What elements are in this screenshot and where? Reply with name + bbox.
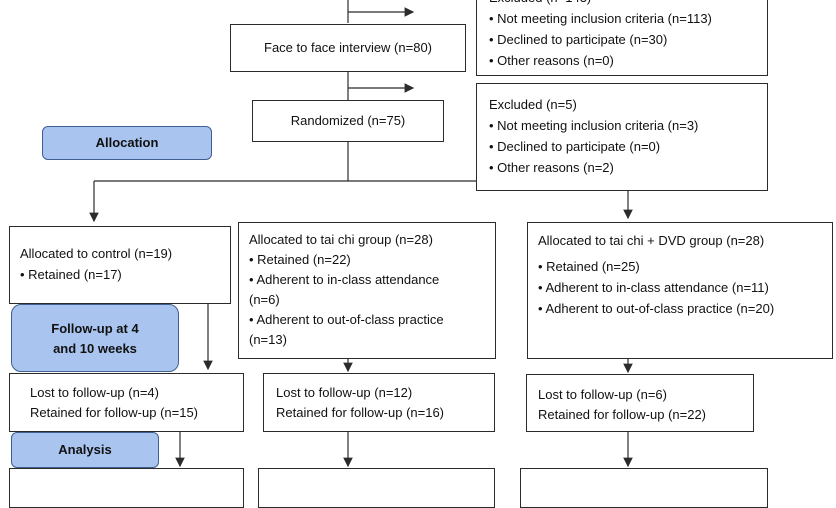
lost-dvd-box: Lost to follow-up (n=6) Retained for fol…	[526, 374, 754, 432]
analysis-tag: Analysis	[11, 432, 159, 468]
lost-control-box: Lost to follow-up (n=4) Retained for fol…	[9, 373, 244, 432]
interview-box: Face to face interview (n=80)	[230, 24, 466, 72]
retained-taichi-line: Retained for follow-up (n=16)	[276, 405, 445, 420]
randomized-label: Randomized (n=75)	[290, 113, 406, 128]
taichi-dvd-box: Allocated to tai chi + DVD group (n=28) …	[527, 222, 833, 359]
taichi-box: Allocated to tai chi group (n=28) • Reta…	[238, 222, 496, 359]
flow-connectors	[89, 0, 633, 468]
followup-label-2: and 10 weeks	[53, 341, 137, 356]
followup-tag: Follow-up at 4 and 10 weeks	[11, 304, 179, 372]
analysis-box-control	[9, 468, 244, 508]
taichi-item: • Adherent to in-class attendance	[249, 272, 440, 287]
taichi-dvd-item: • Retained (n=25)	[538, 259, 640, 274]
excluded-top-item: • Other reasons (n=0)	[489, 53, 614, 68]
taichi-dvd-item: • Adherent to out-of-class practice (n=2…	[538, 301, 775, 316]
excluded-2-item: • Declined to participate (n=0)	[489, 139, 661, 154]
analysis-label: Analysis	[58, 442, 112, 457]
retained-control-line: Retained for follow-up (n=15)	[30, 405, 199, 420]
control-box: Allocated to control (n=19) • Retained (…	[9, 226, 231, 304]
excluded-2-title: Excluded (n=5)	[489, 97, 577, 112]
excluded-top-item: • Not meeting inclusion criteria (n=113)	[489, 11, 712, 26]
allocation-tag: Allocation	[42, 126, 212, 160]
excluded-top-title: Excluded (n=143)	[489, 0, 767, 8]
retained-dvd-line: Retained for follow-up (n=22)	[538, 407, 707, 422]
lost-taichi-line: Lost to follow-up (n=12)	[276, 385, 413, 400]
taichi-item: (n=13)	[249, 332, 287, 347]
control-item: • Retained (n=17)	[20, 267, 122, 282]
randomized-box: Randomized (n=75)	[252, 100, 444, 142]
excluded-top-item: • Declined to participate (n=30)	[489, 32, 668, 47]
followup-label-1: Follow-up at 4	[51, 321, 139, 336]
lost-control-line: Lost to follow-up (n=4)	[30, 385, 159, 400]
taichi-dvd-title: Allocated to tai chi + DVD group (n=28)	[538, 233, 765, 248]
excluded-2-item: • Other reasons (n=2)	[489, 160, 614, 175]
taichi-item: (n=6)	[249, 292, 280, 307]
excluded-box-2: Excluded (n=5) • Not meeting inclusion c…	[476, 83, 768, 191]
analysis-box-taichi	[258, 468, 495, 508]
interview-label: Face to face interview (n=80)	[264, 40, 432, 55]
excluded-box-top: Excluded (n=143) • Not meeting inclusion…	[476, 0, 768, 76]
taichi-dvd-item: • Adherent to in-class attendance (n=11)	[538, 280, 769, 295]
analysis-box-dvd	[520, 468, 768, 508]
taichi-item: • Retained (n=22)	[249, 252, 351, 267]
control-title: Allocated to control (n=19)	[20, 246, 173, 261]
allocation-label: Allocation	[95, 135, 159, 150]
excluded-2-item: • Not meeting inclusion criteria (n=3)	[489, 118, 699, 133]
taichi-title: Allocated to tai chi group (n=28)	[249, 232, 433, 247]
lost-taichi-box: Lost to follow-up (n=12) Retained for fo…	[263, 373, 495, 432]
taichi-item: • Adherent to out-of-class practice	[249, 312, 444, 327]
lost-dvd-line: Lost to follow-up (n=6)	[538, 387, 667, 402]
